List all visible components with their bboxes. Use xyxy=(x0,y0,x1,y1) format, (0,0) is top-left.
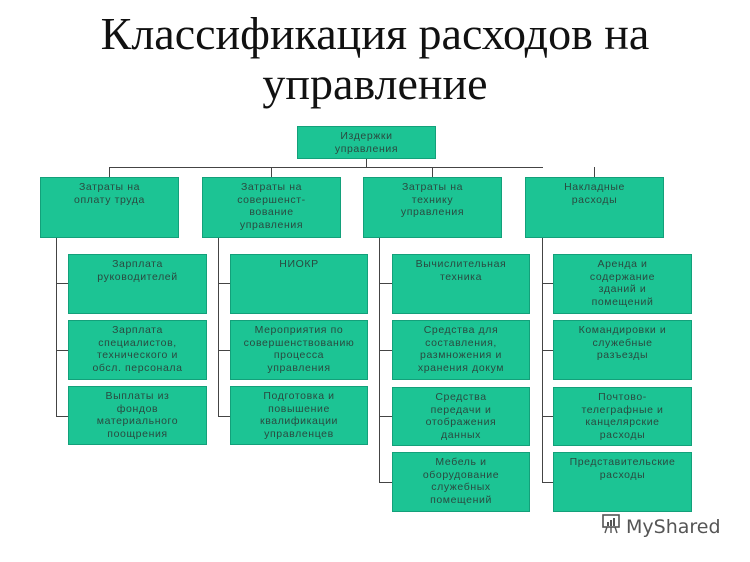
item-box: Командировки и служебные разъезды xyxy=(553,320,692,380)
item-box: Средства для составления, размножения и … xyxy=(392,320,530,380)
root-box-management-costs: Издержки управления xyxy=(297,126,436,159)
item-box: Зарплата руководителей xyxy=(68,254,207,314)
connector xyxy=(379,350,392,351)
item-box: Мероприятия по совершенствованию процесс… xyxy=(230,320,368,380)
connector xyxy=(109,167,110,177)
item-box: Представительские расходы xyxy=(553,452,692,512)
connector xyxy=(594,167,595,177)
connector xyxy=(56,237,57,417)
connector xyxy=(542,237,543,483)
item-box: Подготовка и повышение квалификации упра… xyxy=(230,386,368,445)
watermark-logo: MyShared xyxy=(600,513,721,540)
connector xyxy=(56,283,68,284)
connector xyxy=(542,350,553,351)
connector xyxy=(432,167,433,177)
connector xyxy=(218,283,230,284)
connector xyxy=(56,416,68,417)
connector xyxy=(109,167,543,168)
item-box: Вычислительная техника xyxy=(392,254,530,314)
item-box: Выплаты из фондов материального поощрени… xyxy=(68,386,207,445)
presentation-board-icon xyxy=(600,513,622,540)
connector xyxy=(218,416,230,417)
connector xyxy=(379,482,392,483)
connector xyxy=(271,167,272,177)
connector xyxy=(218,237,219,417)
connector xyxy=(379,416,392,417)
connector xyxy=(379,237,380,483)
item-box: Средства передачи и отображения данных xyxy=(392,387,530,446)
connector xyxy=(542,283,553,284)
item-box: Аренда и содержание зданий и помещений xyxy=(553,254,692,314)
category-box-management-equipment: Затраты на технику управления xyxy=(363,177,502,238)
category-box-overhead: Накладные расходы xyxy=(525,177,664,238)
connector xyxy=(542,416,553,417)
page-title-line1: Классификация расходов на xyxy=(100,8,650,59)
category-box-management-improvement: Затраты на совершенст- вование управлени… xyxy=(202,177,341,238)
page-title-line2: управление xyxy=(262,58,488,109)
watermark-text: MyShared xyxy=(626,515,721,538)
category-box-labor-costs: Затраты на оплату труда xyxy=(40,177,179,238)
item-box: Зарплата специалистов, технического и об… xyxy=(68,320,207,380)
item-box: Мебель и оборудование служебных помещени… xyxy=(392,452,530,512)
connector xyxy=(56,350,68,351)
connector xyxy=(542,482,553,483)
connector xyxy=(379,283,392,284)
item-box: Почтово- телеграфные и канцелярские расх… xyxy=(553,387,692,446)
connector xyxy=(366,159,367,168)
item-box: НИОКР xyxy=(230,254,368,314)
connector xyxy=(218,350,230,351)
